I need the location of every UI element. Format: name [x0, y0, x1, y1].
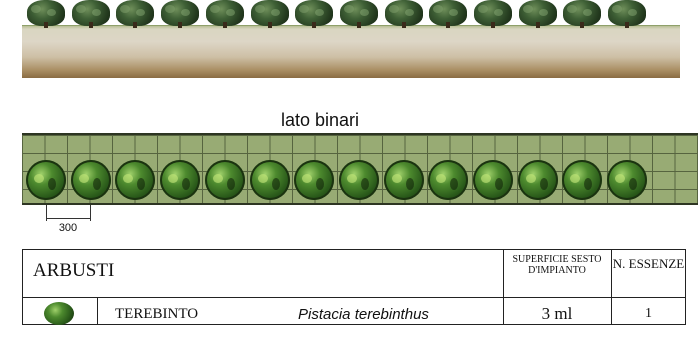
plan-shrub-symbol	[517, 160, 558, 200]
shrub-symbol-icon	[44, 302, 74, 325]
elevation-shrub	[161, 0, 200, 30]
plan-shrub-symbol	[294, 160, 335, 200]
shrub-canopy	[518, 0, 557, 26]
elevation-shrub	[27, 0, 65, 30]
plan-shrub-symbol	[428, 160, 469, 200]
shrub-canopy	[205, 0, 244, 26]
plan-shrub-symbol	[70, 160, 111, 200]
plan-shrub-symbol	[473, 160, 513, 200]
species-count: 1	[645, 306, 652, 321]
species-legend-table: ARBUSTI SUPERFICIE SESTO D'IMPIANTO N. E…	[22, 249, 686, 325]
plan-shrub-symbol	[160, 160, 201, 200]
shrub-canopy	[608, 0, 647, 26]
shrub-trunk	[267, 22, 272, 28]
col-divider	[611, 250, 612, 324]
shrub-canopy	[474, 0, 512, 26]
legend-header-planting-spacing: SUPERFICIE SESTO D'IMPIANTO	[512, 254, 602, 276]
plan-shrub-symbol	[115, 160, 156, 200]
elevation-shrub	[384, 0, 423, 30]
shrub-trunk	[446, 22, 451, 28]
elevation-shrub	[563, 0, 602, 30]
dimension-label: 300	[58, 222, 78, 234]
shrub-trunk	[88, 22, 93, 28]
shrub-trunk	[356, 22, 361, 28]
dimension-line	[46, 218, 90, 219]
shrub-canopy	[384, 0, 423, 26]
shrub-trunk	[133, 22, 138, 28]
row-divider	[23, 297, 685, 298]
shrub-trunk	[312, 22, 317, 28]
legend-category: ARBUSTI	[33, 260, 115, 281]
elevation-shrub	[429, 0, 468, 30]
shrub-trunk	[535, 22, 540, 28]
shrub-canopy	[161, 0, 200, 26]
dimension-tick-right	[90, 205, 91, 221]
shrub-canopy	[429, 0, 468, 26]
shrub-trunk	[580, 22, 585, 28]
col-divider	[503, 250, 504, 324]
elevation-shrub	[205, 0, 244, 30]
ground-section	[22, 26, 680, 78]
shrub-canopy	[116, 0, 155, 26]
shrub-canopy	[339, 0, 378, 26]
shrub-trunk	[625, 22, 630, 28]
shrub-trunk	[491, 22, 495, 28]
elevation-shrub	[518, 0, 557, 30]
plan-shrub-symbol	[383, 160, 424, 200]
species-spacing: 3 ml	[541, 304, 573, 323]
elevation-shrub	[474, 0, 512, 30]
legend-header-species-count: N. ESSENZE	[612, 256, 685, 271]
shrub-trunk	[401, 22, 406, 28]
shrub-trunk	[222, 22, 227, 28]
elevation-shrub	[339, 0, 378, 30]
elevation-view	[0, 0, 699, 80]
shrub-trunk	[178, 22, 183, 28]
railway-side-label: lato binari	[280, 110, 360, 130]
dimension-tick-left	[46, 205, 47, 221]
shrub-canopy	[295, 0, 334, 26]
species-latin-name: Pistacia terebinthus	[298, 306, 429, 323]
plan-shrub-symbol	[204, 160, 245, 200]
species-common-name: TEREBINTO	[115, 306, 199, 322]
plan-shrub-symbol	[607, 160, 648, 200]
col-divider	[97, 297, 98, 325]
elevation-shrub	[295, 0, 334, 30]
plan-shrub-symbol	[338, 160, 379, 200]
plan-shrub-symbol	[26, 160, 66, 200]
shrub-canopy	[250, 0, 289, 26]
shrub-trunk	[44, 22, 48, 28]
plan-shrub-symbol	[562, 160, 603, 200]
elevation-shrub	[71, 0, 110, 30]
shrub-canopy	[27, 0, 65, 26]
elevation-shrub	[608, 0, 647, 30]
shrub-canopy	[71, 0, 110, 26]
plan-shrub-symbol	[249, 160, 290, 200]
elevation-shrub	[250, 0, 289, 30]
elevation-shrub	[116, 0, 155, 30]
shrub-canopy	[563, 0, 602, 26]
